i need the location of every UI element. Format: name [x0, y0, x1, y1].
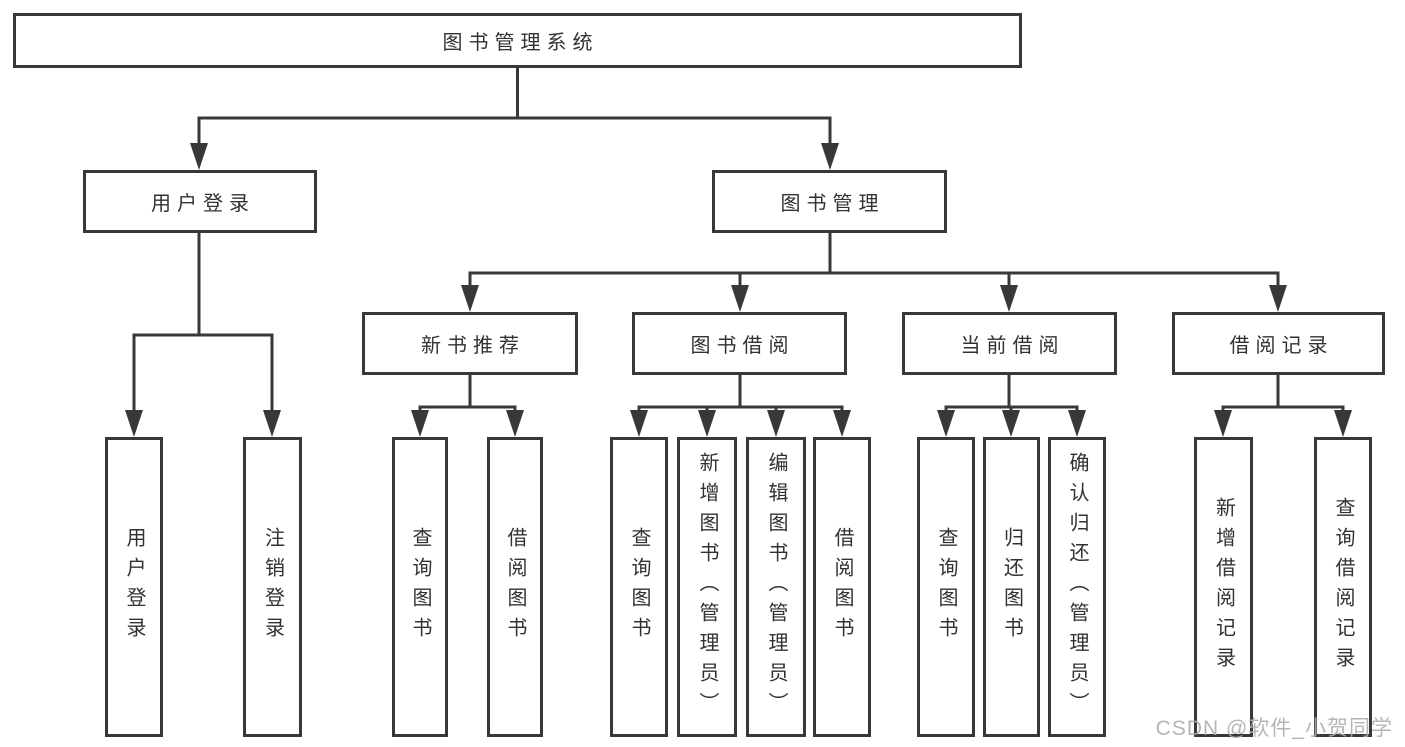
- node-new-book-recommend-label: 新书推荐: [421, 335, 525, 357]
- node-new-book-recommend: 新书推荐: [362, 312, 578, 375]
- node-user-login-label: 用户登录: [151, 193, 255, 215]
- leaf-confirm-return-admin: 确认归还（管理员）: [1048, 437, 1106, 737]
- node-root-system: 图书管理系统: [13, 13, 1022, 68]
- leaf-edit-book-admin: 编辑图书（管理员）: [746, 437, 806, 737]
- node-book-management-label: 图书管理: [780, 193, 885, 215]
- node-book-management: 图书管理: [712, 170, 947, 233]
- node-current-borrow-label: 当前借阅: [960, 335, 1065, 357]
- leaf-logout-label: 注销登录: [261, 527, 284, 647]
- node-book-borrow: 图书借阅: [632, 312, 847, 375]
- leaf-return-book: 归还图书: [983, 437, 1040, 737]
- leaf-borrow-books-2-label: 借阅图书: [831, 527, 853, 647]
- node-borrow-records-label: 借阅记录: [1229, 335, 1334, 357]
- leaf-query-books-2-label: 查询图书: [628, 527, 650, 647]
- csdn-watermark: CSDN @软件_小贺同学: [1155, 717, 1393, 740]
- node-root-label: 图书管理系统: [442, 32, 599, 54]
- leaf-confirm-return-admin-label: 确认归还（管理员）: [1066, 452, 1088, 722]
- leaf-query-books-1-label: 查询图书: [409, 527, 431, 647]
- node-book-borrow-label: 图书借阅: [690, 335, 795, 357]
- leaf-borrow-books-1: 借阅图书: [487, 437, 543, 737]
- leaf-add-borrow-record: 新增借阅记录: [1194, 437, 1253, 737]
- leaf-user-login: 用户登录: [105, 437, 163, 737]
- leaf-add-book-admin: 新增图书（管理员）: [677, 437, 737, 737]
- leaf-add-borrow-record-label: 新增借阅记录: [1212, 497, 1235, 677]
- leaf-add-book-admin-label: 新增图书（管理员）: [696, 452, 718, 722]
- leaf-query-borrow-record-label: 查询借阅记录: [1332, 497, 1354, 677]
- leaf-borrow-books-2: 借阅图书: [813, 437, 871, 737]
- node-current-borrow: 当前借阅: [902, 312, 1117, 375]
- leaf-query-books-1: 查询图书: [392, 437, 448, 737]
- leaf-borrow-books-1-label: 借阅图书: [504, 527, 526, 647]
- leaf-logout: 注销登录: [243, 437, 302, 737]
- leaf-query-books-3-label: 查询图书: [935, 527, 957, 647]
- leaf-query-books-2: 查询图书: [610, 437, 668, 737]
- leaf-return-book-label: 归还图书: [1000, 527, 1023, 647]
- leaf-query-books-3: 查询图书: [917, 437, 975, 737]
- leaf-edit-book-admin-label: 编辑图书（管理员）: [765, 452, 787, 722]
- node-user-login: 用户登录: [83, 170, 317, 233]
- node-borrow-records: 借阅记录: [1172, 312, 1385, 375]
- leaf-user-login-label: 用户登录: [123, 527, 145, 647]
- leaf-query-borrow-record: 查询借阅记录: [1314, 437, 1372, 737]
